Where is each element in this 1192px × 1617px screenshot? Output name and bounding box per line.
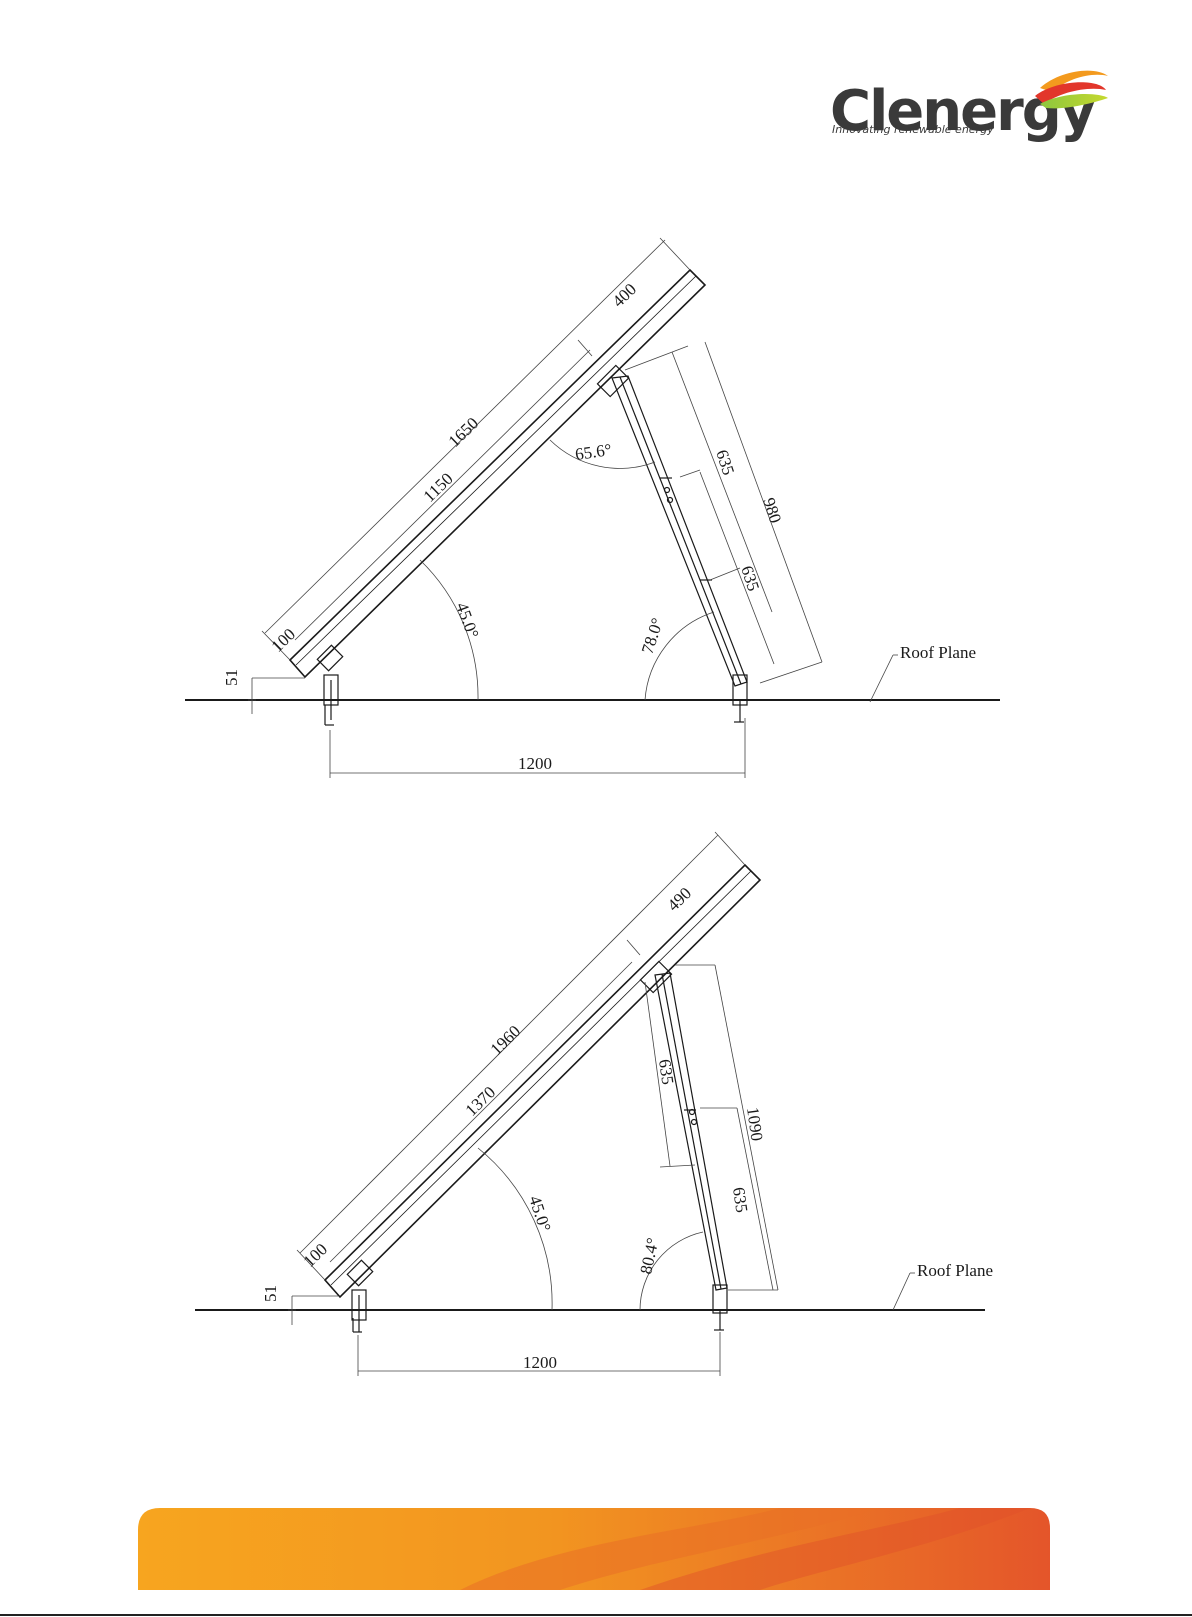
label-front-height: 51 <box>222 669 241 686</box>
dim-front-height <box>248 678 305 714</box>
label-leg-lower: 635 <box>729 1186 751 1214</box>
label-lower-overhang: 100 <box>268 624 300 655</box>
label-upper-overhang: 400 <box>609 279 641 310</box>
diagram-top: 1650 400 1150 100 51 45.0° 65.6° 78.0° <box>185 238 1000 778</box>
label-panel-length: 1650 <box>445 414 483 451</box>
leader-roof-plane <box>870 655 893 702</box>
solar-panel <box>325 865 760 1297</box>
label-base-span: 1200 <box>518 754 552 773</box>
label-upper-overhang: 490 <box>664 883 696 914</box>
label-base-span: 1200 <box>523 1353 557 1372</box>
label-leg-angle: 80.4° <box>636 1236 662 1276</box>
label-leg-upper: 635 <box>712 447 738 477</box>
logo-swoosh-icon <box>1035 71 1108 109</box>
label-strut-angle: 65.6° <box>574 440 613 464</box>
label-tilt-angle: 45.0° <box>525 1193 554 1234</box>
label-leg-total: 1090 <box>743 1106 767 1142</box>
label-leg-total: 980 <box>759 495 785 525</box>
logo-tagline: Innovating renewable energy <box>832 123 994 136</box>
label-front-height: 51 <box>261 1285 280 1302</box>
clenergy-logo: Clenergy Innovating renewable energy <box>830 71 1108 144</box>
label-panel-length: 1960 <box>487 1022 525 1059</box>
diagram-bottom: 1960 490 1370 100 51 45.0° 80.4° 635 635 <box>195 832 993 1376</box>
label-leg-upper: 635 <box>655 1058 677 1086</box>
front-mount <box>347 1260 372 1332</box>
footer-band <box>138 1508 1050 1590</box>
solar-panel <box>290 270 705 677</box>
label-lower-overhang: 100 <box>300 1239 332 1270</box>
label-roof-plane: Roof Plane <box>900 643 976 662</box>
label-tilt-angle: 45.0° <box>452 600 482 641</box>
rear-leg <box>597 365 747 722</box>
label-leg-lower: 635 <box>737 563 763 593</box>
label-rail-span: 1150 <box>420 469 457 506</box>
front-mount <box>317 645 342 725</box>
label-roof-plane: Roof Plane <box>917 1261 993 1280</box>
leader-roof-plane <box>893 1273 910 1310</box>
